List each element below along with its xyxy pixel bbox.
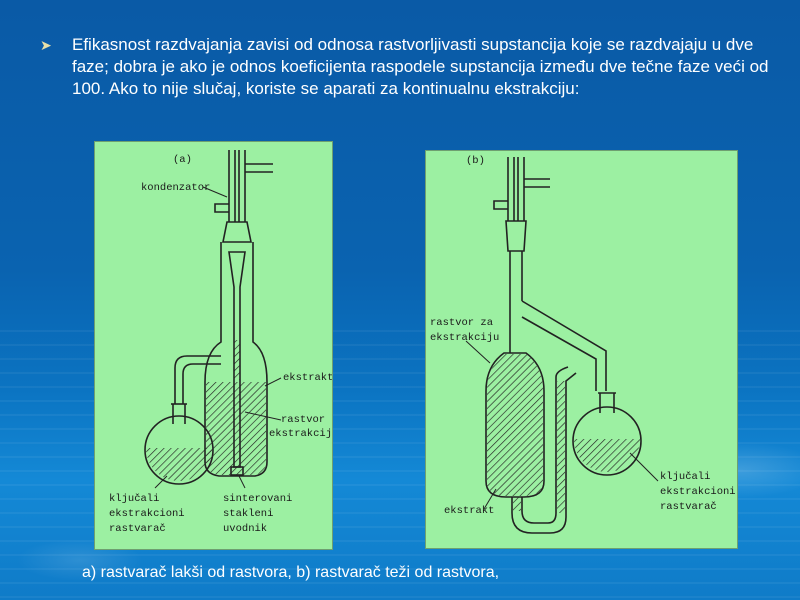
label-sinter-1: sinterovani bbox=[223, 493, 292, 505]
label-boiling-b-1: ključali bbox=[660, 471, 710, 483]
figure-a-tag: (a) bbox=[173, 154, 192, 166]
label-solution-a-1: rastvor z bbox=[281, 414, 332, 426]
figure-a-diagram: (a) kondenzator ekstrakt rastvor z ekstr… bbox=[109, 150, 332, 535]
label-solution-b-1: rastvor za bbox=[430, 317, 493, 329]
label-boiling-b-2: ekstrakcioni bbox=[660, 486, 736, 498]
label-boiling-a-1: ključali bbox=[109, 493, 159, 505]
label-boiling-a-2: ekstrakcioni bbox=[109, 508, 185, 520]
figure-b-panel: (b) rastvor za ekstrakciju ekstrakt klju… bbox=[425, 150, 738, 549]
apparatus-b bbox=[485, 157, 642, 534]
label-condenser: kondenzator bbox=[141, 182, 210, 194]
label-sinter-2: stakleni bbox=[223, 508, 273, 520]
label-pointers-b bbox=[465, 340, 659, 510]
liquid-hatching-b bbox=[487, 354, 640, 513]
figure-b-tag: (b) bbox=[466, 155, 485, 167]
label-extract-a: ekstrakt bbox=[283, 372, 332, 384]
figure-a-panel: (a) kondenzator ekstrakt rastvor z ekstr… bbox=[94, 141, 333, 550]
figure-caption: a) rastvarač lakši od rastvora, b) rastv… bbox=[82, 564, 500, 581]
label-solution-a-2: ekstrakcij bbox=[269, 428, 332, 440]
label-extract-b: ekstrakt bbox=[444, 505, 494, 517]
arrow-bullet-icon: ➤ bbox=[40, 37, 52, 53]
label-sinter-3: uvodnik bbox=[223, 523, 267, 535]
label-pointers-a bbox=[154, 186, 282, 489]
bullet-point: ➤ Efikasnost razdvajanja zavisi od odnos… bbox=[40, 34, 774, 100]
figure-b-diagram: (b) rastvor za ekstrakciju ekstrakt klju… bbox=[430, 155, 736, 534]
label-solution-b-2: ekstrakciju bbox=[430, 332, 499, 344]
label-boiling-b-3: rastvarač bbox=[660, 501, 717, 513]
bullet-text: Efikasnost razdvajanja zavisi od odnosa … bbox=[72, 35, 769, 98]
liquid-hatching-a bbox=[146, 340, 266, 481]
label-boiling-a-3: rastvarač bbox=[109, 523, 166, 535]
